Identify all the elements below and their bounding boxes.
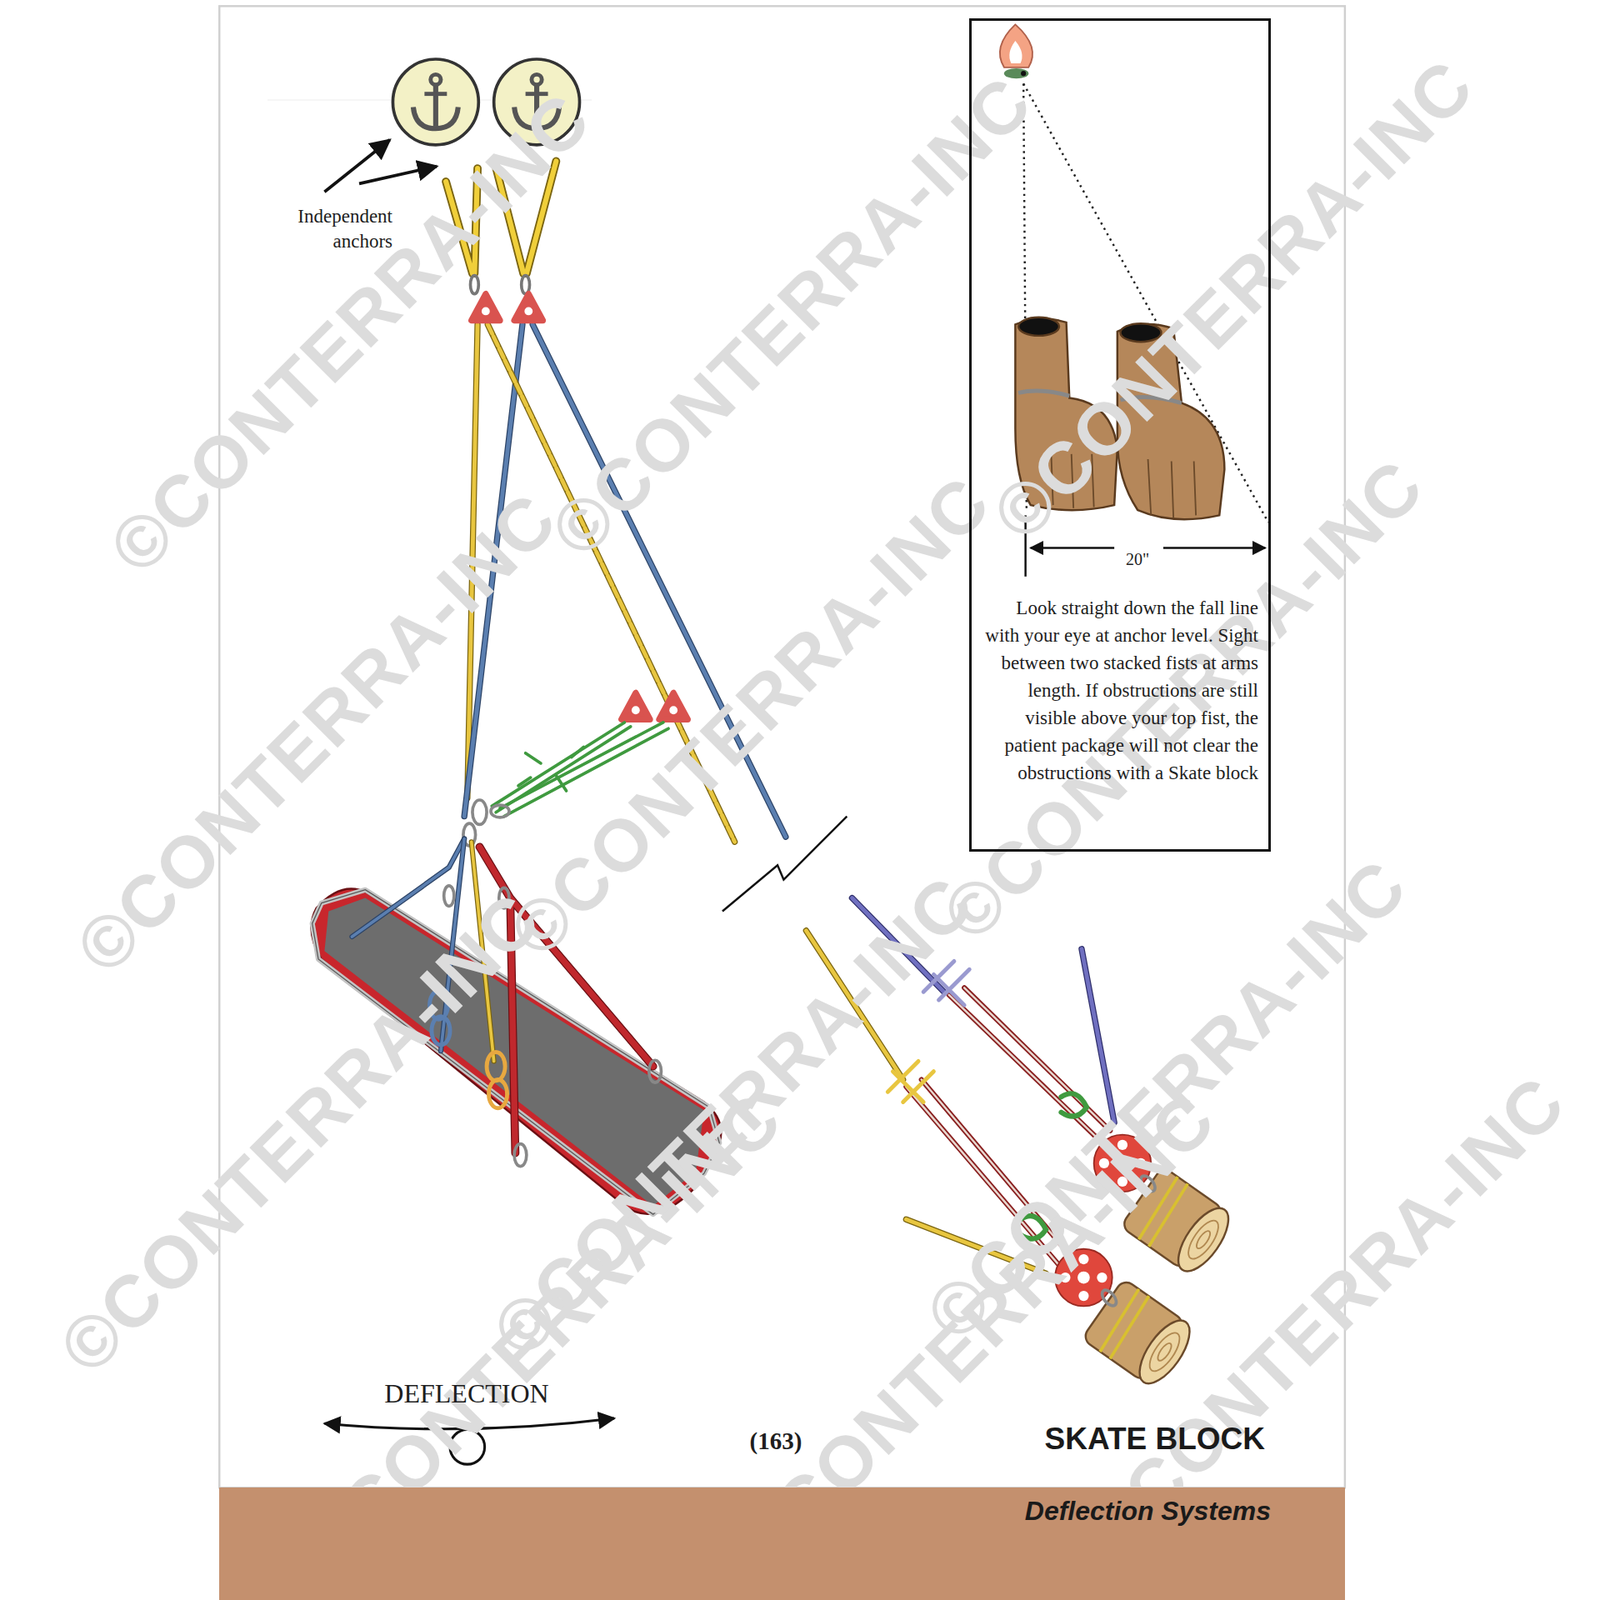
direction-label: DEFLECTION xyxy=(384,1378,549,1410)
log xyxy=(1081,1278,1200,1391)
pulley-hole xyxy=(1078,1290,1089,1301)
knot xyxy=(489,1080,508,1109)
focal-hardware xyxy=(490,805,510,818)
leader-arrow xyxy=(324,140,390,192)
anchor-symbol xyxy=(430,74,441,85)
focal-hardware xyxy=(472,800,487,825)
log xyxy=(1194,1229,1213,1251)
page-title: SKATE BLOCK xyxy=(1045,1421,1265,1457)
pulley-axle xyxy=(481,307,490,316)
page-sheet xyxy=(219,5,1345,1488)
footer-band-text: Deflection Systems xyxy=(219,1487,1345,1527)
carabiner xyxy=(649,1060,662,1083)
anchor-symbol xyxy=(413,107,459,130)
footer-band: Deflection Systems xyxy=(219,1487,1345,1600)
pulley-axle xyxy=(631,705,640,715)
pulley-hole xyxy=(1096,1272,1107,1283)
anchor-symbol xyxy=(433,85,439,127)
sighting-figure xyxy=(1004,68,1029,79)
sighting-figure xyxy=(1009,40,1022,64)
carabiner xyxy=(1099,1287,1120,1309)
break-symbol xyxy=(722,816,847,912)
note-box: Look straight down the fall line with yo… xyxy=(969,18,1271,852)
pulley xyxy=(471,294,500,321)
log xyxy=(1183,1215,1225,1264)
leader-arrow xyxy=(359,166,437,185)
prusik xyxy=(1060,1093,1087,1116)
bridle xyxy=(351,839,465,938)
carabiner xyxy=(470,275,530,295)
log xyxy=(1144,1328,1185,1376)
sighting-figure xyxy=(1000,24,1033,67)
pulley-axle xyxy=(524,307,533,316)
page-sheet xyxy=(219,5,1345,1488)
pulley xyxy=(514,294,543,321)
log xyxy=(1169,1200,1239,1280)
dimension-label: 20" xyxy=(1123,550,1152,570)
dimension-line xyxy=(1163,546,1265,549)
log xyxy=(1130,1312,1200,1392)
page-number: (163) xyxy=(750,1427,803,1455)
anchor-symbol xyxy=(392,59,479,145)
pulley-axle xyxy=(669,705,678,715)
pulley xyxy=(621,692,650,720)
break-symbol xyxy=(722,816,847,912)
fist xyxy=(1018,317,1060,336)
bridle xyxy=(351,839,465,938)
carabiner xyxy=(444,885,455,906)
log xyxy=(1155,1341,1174,1364)
brake-rack xyxy=(949,987,1110,1141)
green-sling xyxy=(518,746,584,791)
leader-arrow xyxy=(324,140,437,192)
knot xyxy=(486,1051,505,1080)
carabiner xyxy=(470,275,479,295)
brake-rack xyxy=(887,1060,934,1102)
anchor-symbol xyxy=(424,91,447,96)
sighting-figure xyxy=(1020,70,1026,76)
carabiner xyxy=(514,1144,527,1167)
note-box-text: Look straight down the fall line with yo… xyxy=(971,594,1269,799)
brake-rack xyxy=(949,987,1110,1141)
pulley xyxy=(659,692,688,720)
focal-hardware xyxy=(463,800,510,846)
anchor-note: Independent anchors xyxy=(267,204,393,255)
